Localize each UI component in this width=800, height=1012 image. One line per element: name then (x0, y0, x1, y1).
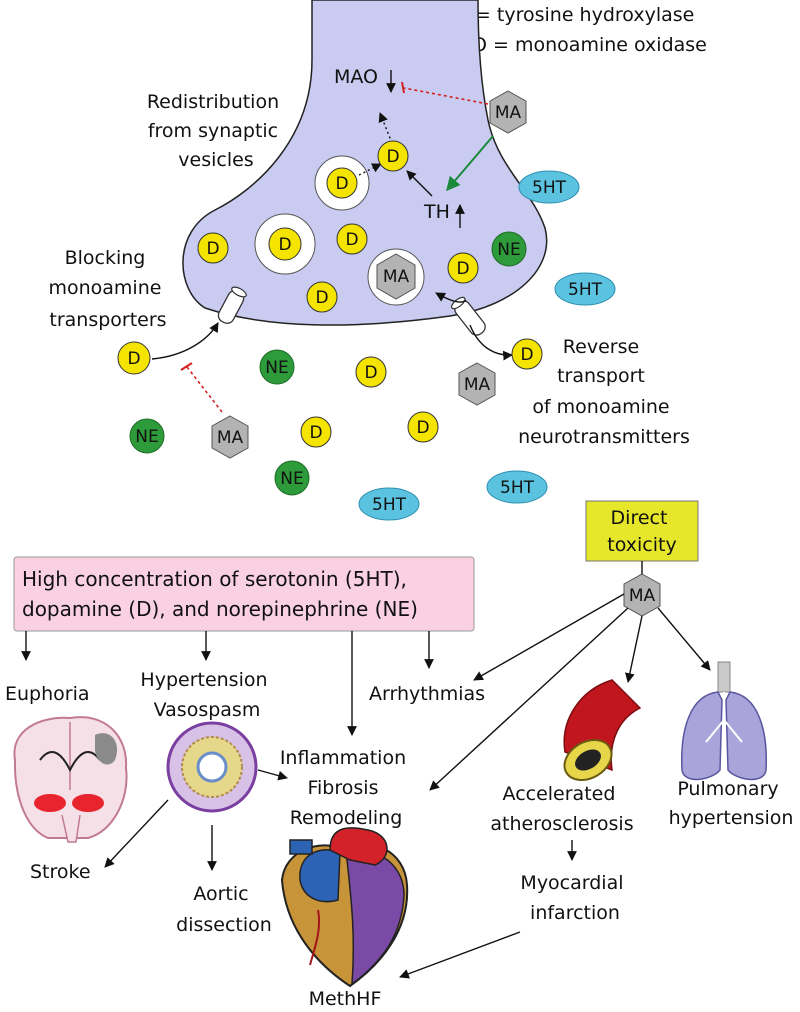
serotonin-molecule: 5HT (518, 170, 580, 204)
dopamine-molecule: D (407, 411, 439, 443)
svg-text:D: D (335, 174, 348, 194)
svg-text:D: D (278, 235, 291, 255)
svg-text:D: D (386, 147, 399, 167)
svg-text:MA: MA (495, 103, 522, 123)
mao-label: MAO (334, 66, 378, 88)
svg-text:NE: NE (135, 427, 158, 447)
vessel-cross-section-illustration (166, 721, 258, 813)
dopamine-molecule: D (197, 232, 229, 264)
methamphetamine-molecule: MA (458, 362, 496, 406)
dopamine-molecule: D (268, 227, 302, 261)
lungs-illustration (681, 661, 767, 781)
serotonin-molecule: 5HT (486, 470, 548, 504)
th-to-dopamine-arrow (406, 170, 433, 197)
svg-text:D: D (416, 418, 429, 438)
high-concentration-box (13, 556, 475, 632)
ma-inhibits-mao (403, 87, 489, 105)
myocardial-infarction-label: Myocardial infarction (520, 872, 629, 924)
norepinephrine-molecule: NE (274, 460, 310, 496)
svg-text:MA: MA (217, 428, 244, 448)
methamphetamine-molecule: MA (376, 253, 416, 300)
inflammation-label: Inflammation Fibrosis Remodeling (280, 747, 412, 829)
monoamine-transporter-right (451, 296, 486, 336)
svg-text:5HT: 5HT (500, 478, 535, 498)
dopamine-molecule: D (326, 167, 358, 199)
dopamine-molecule: D (511, 338, 543, 370)
dopamine-molecule: D (447, 252, 479, 284)
dopamine-molecule: D (300, 416, 332, 448)
hypertension-label: Hypertension Vasospasm (140, 669, 273, 721)
svg-text:D: D (456, 259, 469, 279)
norepinephrine-molecule: NE (129, 418, 165, 454)
norepinephrine-molecule: NE (259, 349, 295, 385)
blocking-label: Blocking monoamine transporters (48, 247, 167, 331)
atherosclerosis-label: Accelerated atherosclerosis (490, 783, 633, 835)
svg-text:D: D (520, 345, 533, 365)
methamphetamine-molecule: MA (211, 415, 249, 459)
reverse-transport-label: Reverse transport of monoamine neurotran… (518, 336, 690, 448)
th-label: TH (423, 201, 450, 223)
pulmonary-hypertension-label: Pulmonary hypertension (669, 778, 794, 829)
methamphetamine-molecule: MA (489, 90, 527, 134)
heart-illustration (280, 827, 409, 988)
svg-text:D: D (315, 288, 328, 308)
euphoria-label: Euphoria (5, 683, 90, 705)
brain-illustration (13, 716, 128, 843)
ma-activates-th (446, 135, 494, 192)
legend-th: TH = tyrosine hydroxylase (442, 4, 694, 26)
stroke-label: Stroke (30, 861, 91, 883)
serotonin-molecule: 5HT (554, 272, 616, 306)
ma-into-vesicle-arrow (435, 292, 467, 303)
dopamine-molecule: D (355, 356, 387, 388)
svg-text:NE: NE (497, 240, 520, 260)
monoamine-transporter-left (217, 286, 247, 324)
svg-text:D: D (364, 363, 377, 383)
dopamine-molecule: D (306, 281, 338, 313)
svg-text:NE: NE (265, 358, 288, 378)
dopamine-reuptake-arrow (151, 322, 219, 360)
redistribution-label: Redistribution from synaptic vesicles (147, 91, 285, 171)
svg-text:NE: NE (280, 469, 303, 489)
high-concentration-label: High concentration of serotonin (5HT), d… (22, 567, 418, 621)
svg-text:5HT: 5HT (372, 495, 407, 515)
dopamine-to-mao-arrow (378, 112, 393, 144)
dopamine-molecule: D (117, 341, 151, 375)
reverse-transport-arrow (469, 324, 513, 361)
direct-toxicity-label: Direct toxicity (607, 507, 676, 556)
ma-blocks-reuptake (186, 366, 223, 413)
svg-text:D: D (345, 230, 358, 250)
methamphetamine-molecule: MA (623, 573, 661, 617)
svg-text:D: D (309, 423, 322, 443)
artery-illustration (563, 679, 642, 781)
svg-text:MA: MA (383, 267, 410, 287)
dopamine-molecule: D (336, 223, 368, 255)
arrhythmias-label: Arrhythmias (369, 683, 485, 705)
serotonin-molecule: 5HT (358, 487, 420, 521)
svg-text:D: D (206, 239, 219, 259)
legend-mao: MAO = monoamine oxidase (443, 34, 707, 56)
svg-text:MA: MA (629, 586, 656, 606)
svg-text:5HT: 5HT (568, 280, 603, 300)
norepinephrine-molecule: NE (491, 231, 527, 267)
direct-toxicity-box (585, 500, 699, 562)
methhf-label: MethHF (309, 988, 382, 1010)
svg-text:5HT: 5HT (532, 178, 567, 198)
aortic-dissection-label: Aortic dissection (176, 883, 272, 936)
svg-text:MA: MA (464, 375, 491, 395)
vesicle-release-arrow (358, 163, 382, 176)
dopamine-molecule: D (377, 140, 409, 172)
svg-text:D: D (127, 349, 140, 369)
